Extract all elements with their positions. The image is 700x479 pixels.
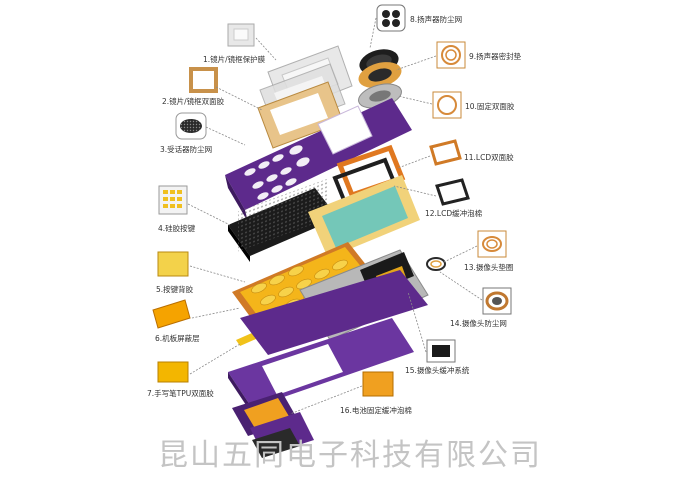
rear-housing-part — [228, 270, 428, 414]
label-13: 13.摄像头垫圈 — [464, 262, 513, 272]
label-9: 9.扬声器密封垫 — [469, 51, 522, 61]
camera-gasket-part — [426, 257, 446, 271]
label-16: 16.电池固定缓冲泡棉 — [340, 405, 412, 415]
label-7: 7.手写笔TPU双面胶 — [147, 388, 214, 398]
thumb-key-backing — [157, 251, 189, 277]
thumb-battery-foam — [362, 371, 394, 397]
thumb-pcb-shield — [152, 299, 191, 329]
thumb-stylus-tape — [157, 361, 189, 383]
label-6: 6.机板屏蔽层 — [155, 333, 200, 343]
thumb-receiver-mesh — [175, 112, 207, 140]
thumb-lens-tape — [189, 67, 218, 93]
thumb-speaker-seal — [436, 41, 466, 69]
thumb-lcd-foam — [435, 178, 470, 206]
label-2: 2.镜片/镜框双面胶 — [162, 96, 225, 106]
thumb-camera-mesh — [482, 287, 512, 315]
thumb-silicone-keypad — [158, 185, 188, 215]
company-name: 昆山五同电子科技有限公司 — [158, 438, 542, 473]
label-3: 3.受话器防尘网 — [160, 144, 212, 154]
thumb-lcd-tape — [429, 139, 462, 166]
thumb-lens-film — [227, 23, 255, 47]
label-11: 11.LCD双面胶 — [464, 152, 514, 162]
thumb-camera-gasket — [477, 230, 507, 258]
label-14: 14.摄像头防尘网 — [450, 318, 507, 328]
thumb-fixing-tape — [432, 91, 462, 119]
part-labels: 1.镜片/镜框保护膜 2.镜片/镜框双面胶 3.受话器防尘网 4.硅胶按键 5.… — [147, 14, 522, 415]
key-backing-tape-part — [308, 175, 420, 258]
label-4: 4.硅胶按键 — [158, 223, 196, 233]
label-15: 15.摄像头缓冲系统 — [405, 365, 470, 375]
label-5: 5.按键背胶 — [156, 284, 194, 294]
silicone-keypad-part — [228, 178, 338, 262]
leader-lines — [187, 17, 483, 415]
speaker-seal-part — [358, 62, 402, 88]
label-10: 10.固定双面胶 — [465, 101, 515, 111]
label-8: 8.扬声器防尘网 — [410, 14, 462, 24]
battery-foam-part — [232, 392, 314, 458]
label-1: 1.镜片/镜框保护膜 — [203, 54, 266, 64]
thumb-camera-cushion — [426, 339, 456, 363]
label-12: 12.LCD缓冲泡棉 — [425, 208, 482, 218]
thumb-speaker-mesh — [376, 4, 406, 32]
